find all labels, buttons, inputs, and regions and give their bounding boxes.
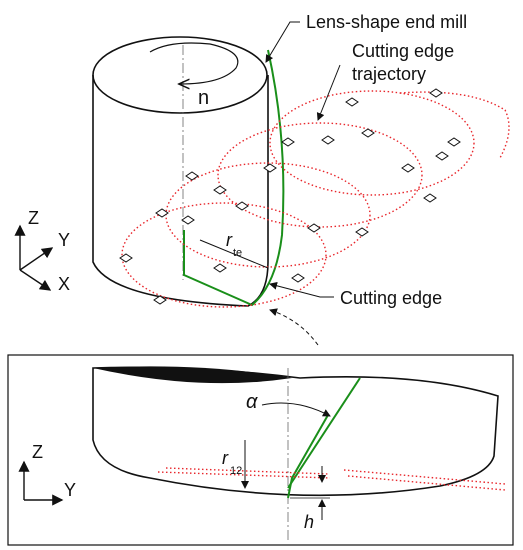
trajectory-label-line1: Cutting edge bbox=[352, 41, 454, 61]
radius-detail-label: r bbox=[222, 448, 229, 468]
detail-edge-secondary bbox=[287, 414, 329, 499]
tool-label: Lens-shape end mill bbox=[306, 12, 467, 32]
rake-wedge bbox=[93, 366, 292, 384]
radius-dimension bbox=[199, 239, 269, 269]
tool-leader bbox=[265, 21, 300, 63]
angle-arc bbox=[261, 402, 331, 417]
radius-main-label: r bbox=[226, 230, 233, 250]
radius-detail-subscript: 12 bbox=[230, 465, 242, 477]
axes-top bbox=[14, 224, 54, 291]
trajectory-leader bbox=[316, 64, 341, 121]
angle-label: α bbox=[246, 391, 258, 413]
axis-bottom-y: Y bbox=[64, 480, 76, 500]
detail-edge-main bbox=[287, 377, 361, 489]
trajectory-label-line2: trajectory bbox=[352, 64, 426, 84]
rotation-arrow bbox=[149, 42, 239, 84]
cutting-edge-line bbox=[183, 49, 285, 307]
axis-top-y: Y bbox=[58, 230, 70, 250]
cutting-edge-leader bbox=[269, 281, 334, 298]
end-mill-body bbox=[92, 36, 269, 307]
detail-pointer bbox=[269, 308, 319, 346]
detail-trajectory bbox=[157, 467, 506, 491]
cutting-edge-label: Cutting edge bbox=[340, 288, 442, 308]
trajectory-markers bbox=[119, 88, 461, 305]
axis-bottom-z: Z bbox=[32, 442, 43, 462]
rotation-label: n bbox=[198, 87, 209, 109]
height-label: h bbox=[304, 512, 314, 532]
radius-main-subscript: te bbox=[233, 247, 242, 259]
axis-top-x: X bbox=[58, 274, 70, 294]
axes-bottom bbox=[18, 460, 64, 506]
cutting-edge-trajectory bbox=[121, 90, 510, 308]
axis-top-z: Z bbox=[28, 208, 39, 228]
detail-frame bbox=[7, 354, 514, 546]
